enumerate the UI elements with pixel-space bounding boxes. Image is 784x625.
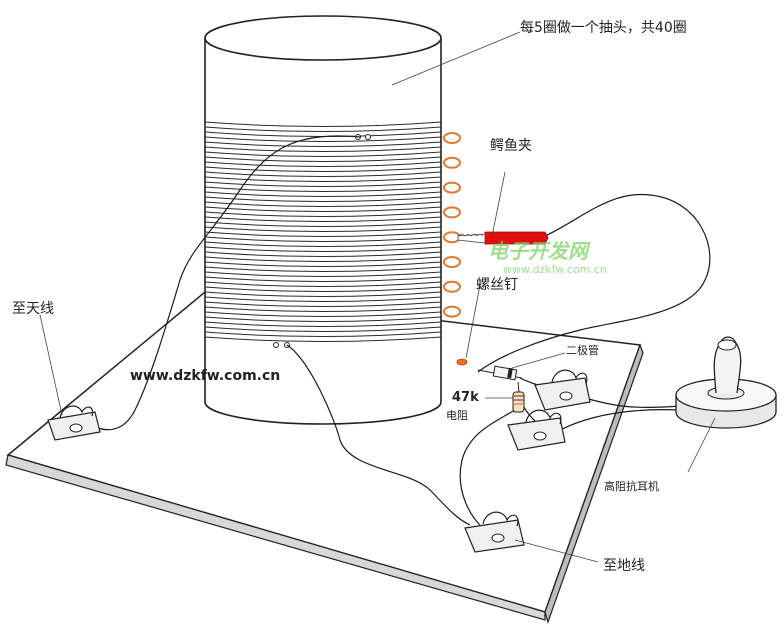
winding-turn xyxy=(204,256,442,262)
ground-terminal-clip xyxy=(464,511,525,553)
winding-turn xyxy=(204,246,442,252)
watermark-url: www.dzkfw.com.cn xyxy=(503,263,607,276)
winding-turn xyxy=(204,266,442,272)
winding-turn xyxy=(204,316,442,322)
tap-loop xyxy=(443,280,461,293)
winding-turn xyxy=(204,296,442,302)
tap-loop xyxy=(443,305,461,318)
winding-turn xyxy=(204,206,442,212)
watermark-cn: 电子开发网 xyxy=(488,239,591,263)
winding-turn xyxy=(204,281,442,287)
winding-turn xyxy=(204,176,442,182)
winding-turn xyxy=(204,291,442,297)
diode xyxy=(477,352,566,381)
ground-label: 至地线 xyxy=(603,558,645,574)
winding-turn xyxy=(204,201,442,207)
tap-loop xyxy=(443,256,461,268)
winding-turn xyxy=(204,271,442,277)
antenna-label: 至天线 xyxy=(12,301,54,317)
alligator-clip-label: 鳄鱼夹 xyxy=(490,137,532,154)
winding-turn xyxy=(204,236,442,242)
screw xyxy=(456,358,468,366)
winding-turn xyxy=(204,191,442,197)
tap-loop xyxy=(443,156,461,169)
winding-turn xyxy=(204,126,442,132)
leader-lines xyxy=(39,171,716,563)
winding-turn xyxy=(204,231,442,237)
coil-cylinder xyxy=(204,15,442,425)
winding-terminal-dot xyxy=(273,342,279,348)
resistor-value-label: 47k xyxy=(452,390,479,405)
winding-turn xyxy=(204,166,442,172)
alligator-clip xyxy=(457,231,549,245)
winding-turn xyxy=(204,151,442,157)
winding-turn xyxy=(204,276,442,282)
winding-turn xyxy=(204,261,442,267)
winding-turn xyxy=(204,306,442,312)
winding-turn xyxy=(204,321,442,327)
watermark: 电子开发网 www.dzkfw.com.cn xyxy=(488,239,607,276)
winding-turn xyxy=(204,221,442,227)
tap-loop xyxy=(443,206,461,219)
winding-turn xyxy=(204,181,442,187)
headphone-cord-a xyxy=(584,397,681,408)
screw-label: 螺丝钉 xyxy=(476,277,518,293)
coil-taps xyxy=(443,132,461,318)
diode-terminal-clip xyxy=(534,369,591,411)
winding-turn xyxy=(204,251,442,257)
diode-label: 二极管 xyxy=(566,343,599,357)
winding-turn xyxy=(204,241,442,247)
winding-turn xyxy=(204,121,442,127)
winding-turn xyxy=(204,146,442,152)
winding-turn xyxy=(204,336,442,342)
winding-turn xyxy=(204,331,442,337)
winding-turn xyxy=(204,186,442,192)
winding-turn xyxy=(204,211,442,217)
winding-turn xyxy=(204,301,442,307)
clip-lead-wire xyxy=(477,193,711,373)
tap-loop xyxy=(443,181,461,194)
headphone-cord-b xyxy=(559,409,681,431)
winding-turn xyxy=(204,326,442,332)
antenna-terminal-clip xyxy=(47,405,101,441)
tap-loop xyxy=(443,132,461,144)
resistor-terminal-clip xyxy=(507,409,566,451)
winding-turn xyxy=(204,286,442,292)
ground-wire xyxy=(286,344,471,526)
winding-turn xyxy=(204,226,442,232)
winding-turn xyxy=(204,311,442,317)
winding-turn xyxy=(204,156,442,162)
headphone-label: 高阻抗耳机 xyxy=(604,479,659,493)
high-impedance-earphone xyxy=(675,336,777,429)
resistor xyxy=(485,381,525,413)
winding-turn xyxy=(204,171,442,177)
winding-turn xyxy=(204,216,442,222)
winding-turn xyxy=(204,136,442,142)
winding-turn xyxy=(204,161,442,167)
resistor-ground-wire xyxy=(459,407,519,526)
coil-note-leader xyxy=(391,31,521,86)
coil-note-label: 每5圈做一个抽头，共40圈 xyxy=(520,20,687,36)
winding-turn xyxy=(204,141,442,147)
resistor-label: 电阻 xyxy=(446,409,468,422)
website-label: www.dzkfw.com.cn xyxy=(130,368,280,384)
antenna-wire xyxy=(97,135,361,431)
winding-terminal-dot xyxy=(365,134,371,140)
coil-windings xyxy=(204,121,442,348)
